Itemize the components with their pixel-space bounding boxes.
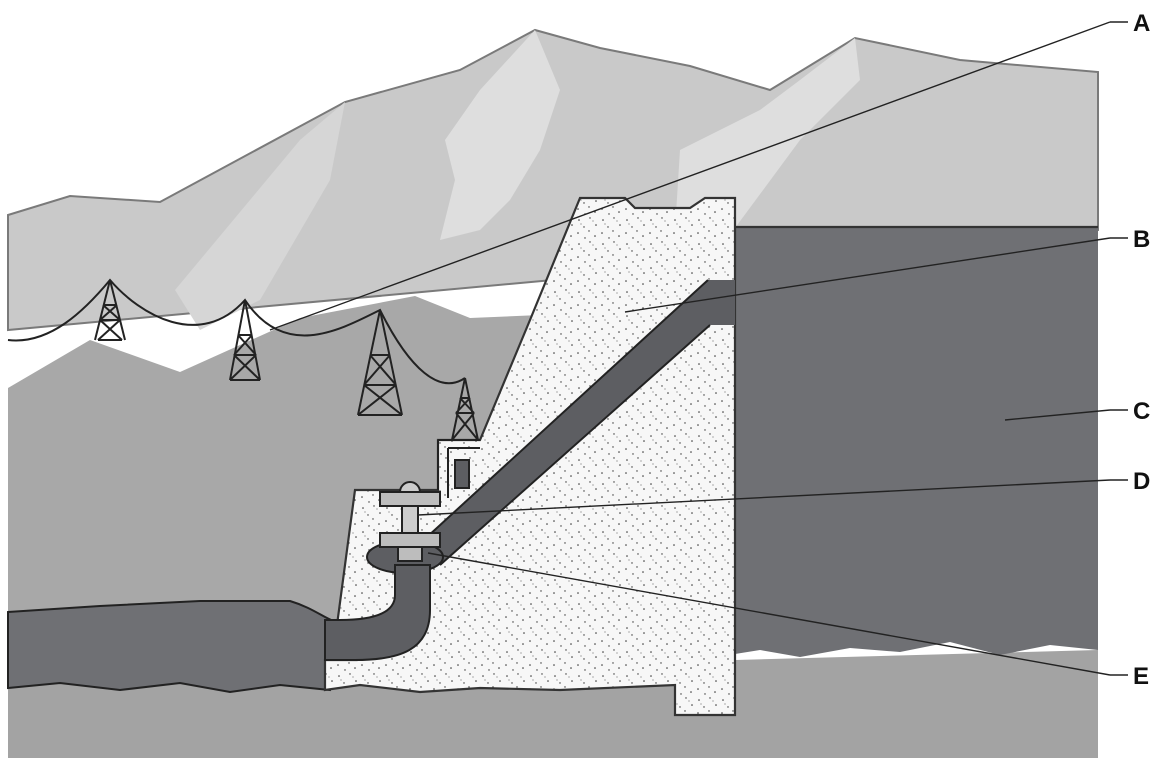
transformer bbox=[455, 460, 469, 488]
label-e: E bbox=[1133, 663, 1149, 690]
label-c: C bbox=[1133, 398, 1150, 425]
river-outflow bbox=[8, 601, 345, 692]
generator bbox=[380, 492, 440, 506]
turbine-hub bbox=[398, 547, 422, 561]
turbine bbox=[380, 533, 440, 547]
label-b: B bbox=[1133, 226, 1150, 253]
reservoir bbox=[735, 227, 1098, 657]
label-d: D bbox=[1133, 468, 1150, 495]
label-a: A bbox=[1133, 10, 1150, 37]
